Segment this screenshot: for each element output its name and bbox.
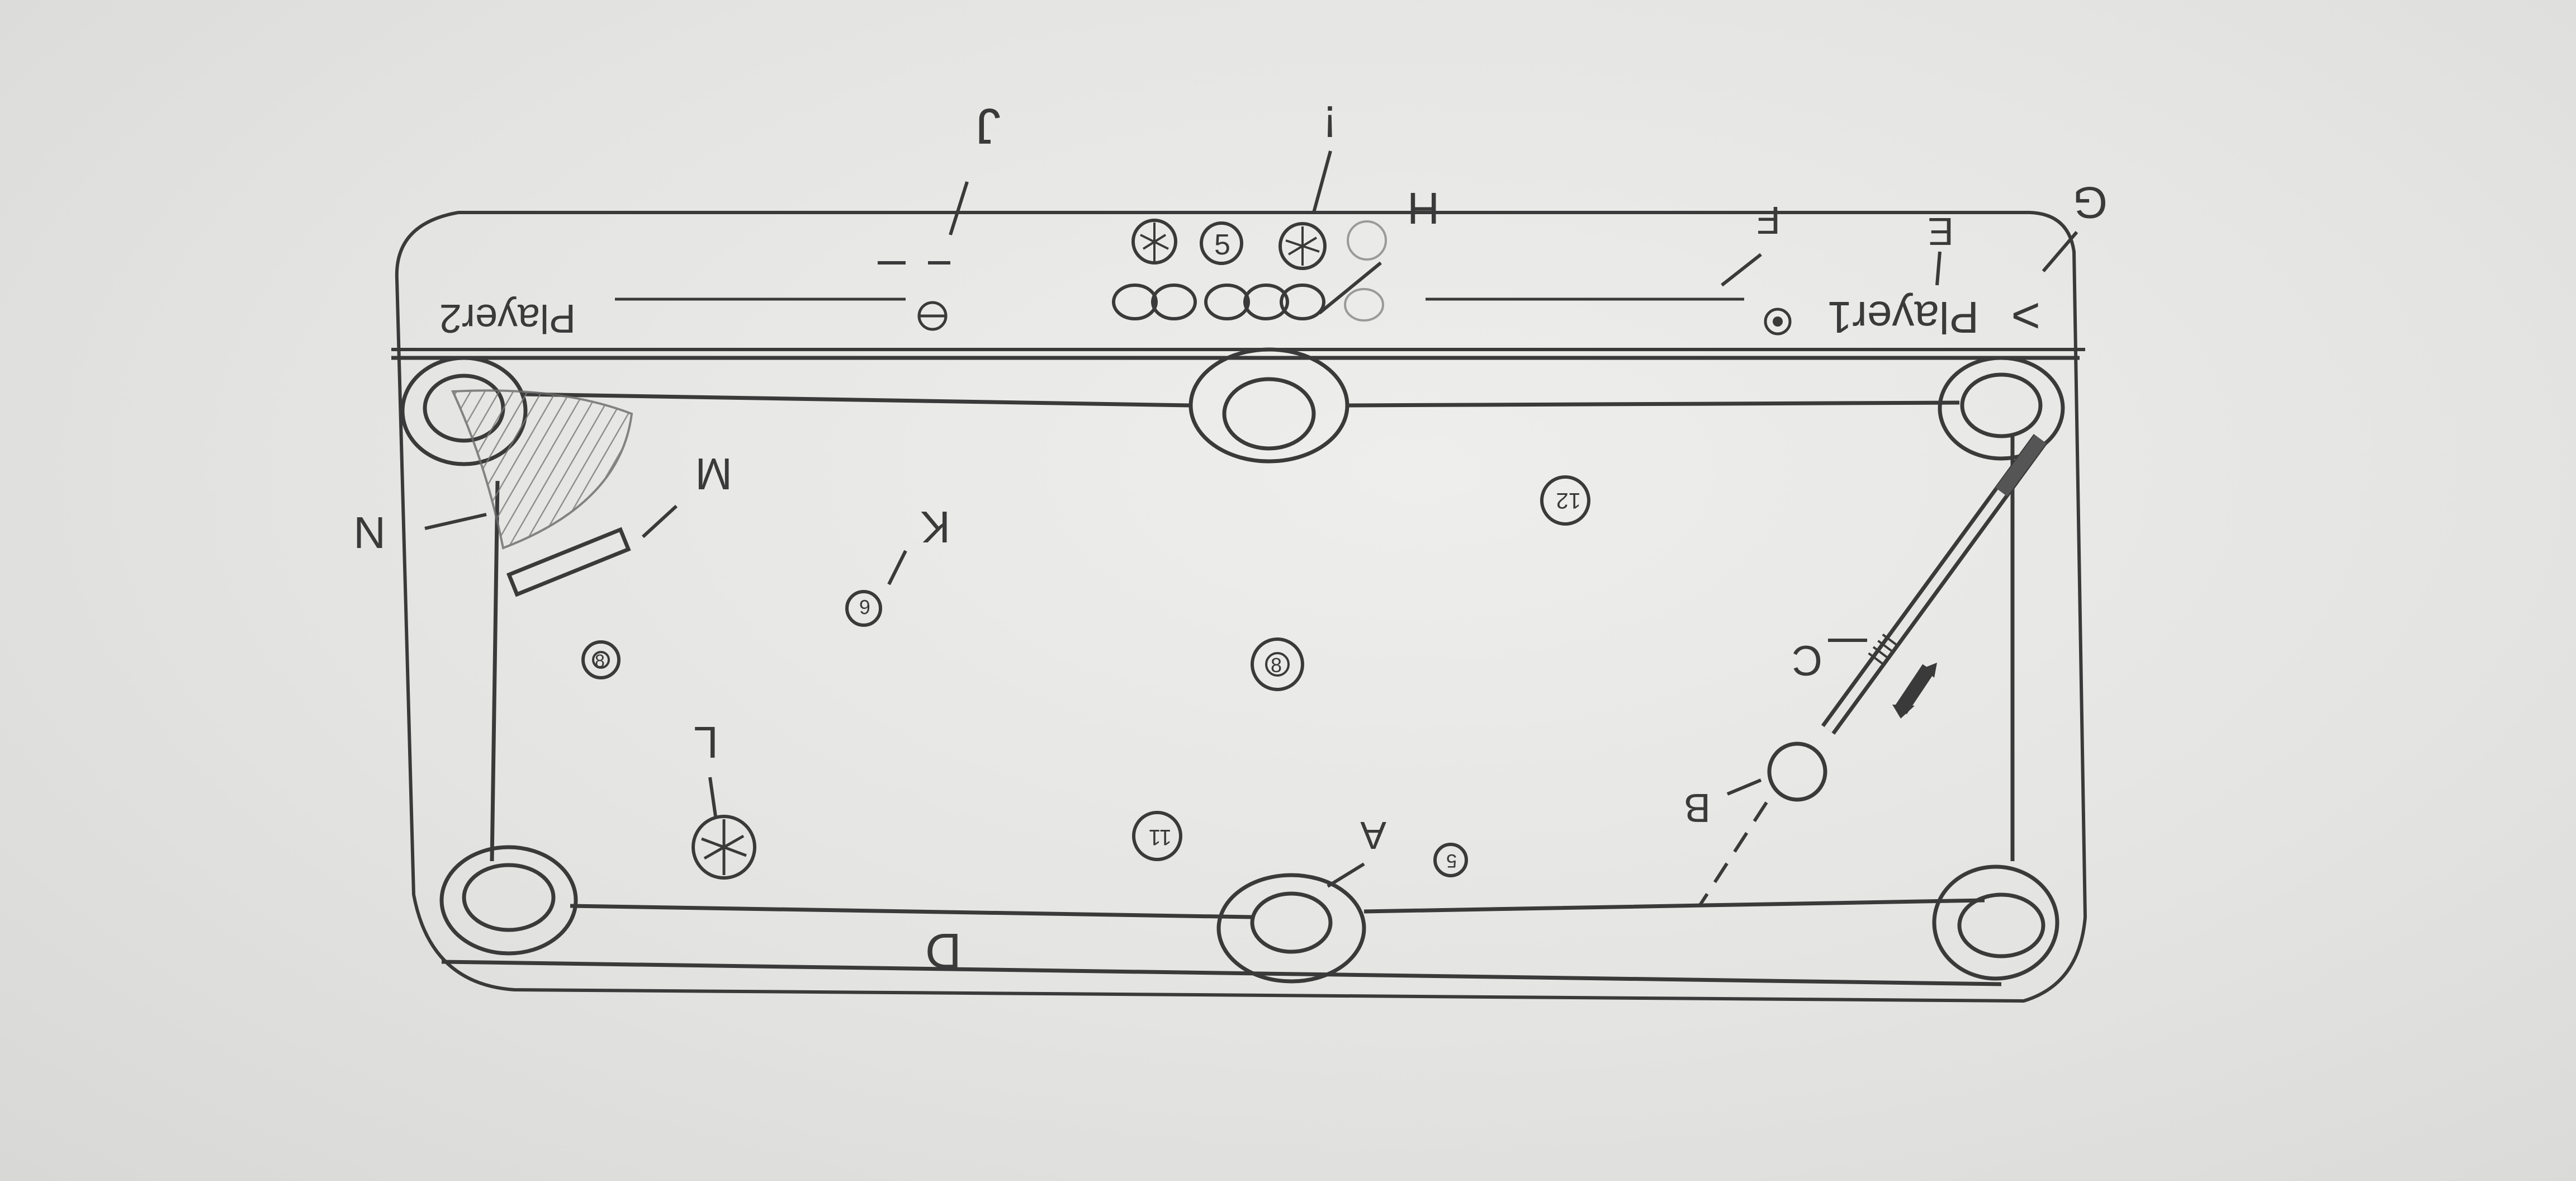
ball-number: 8	[595, 651, 605, 671]
annotation-G: G	[2042, 178, 2108, 272]
annotation-F: F	[1721, 199, 1781, 287]
svg-text:C: C	[1792, 636, 1822, 684]
annotation-C: C	[1792, 636, 1867, 684]
ball-striped	[692, 815, 756, 880]
empty-ball-slot	[1347, 220, 1387, 261]
annotation-M: M	[641, 449, 732, 538]
pocket-bottom-left	[439, 845, 578, 956]
player1-ball-icon	[1764, 308, 1792, 336]
pocket-bottom-right	[1932, 865, 2059, 981]
top-bar: > Player1 Player2 5	[439, 219, 2040, 344]
ball-number: 6	[859, 596, 870, 618]
annotation-E: E	[1928, 210, 1954, 286]
potted-ball-number	[1200, 221, 1243, 265]
annotation-H: H	[1407, 183, 1439, 233]
annotation-L: L	[694, 717, 719, 817]
svg-text:!: !	[1324, 97, 1336, 147]
potted-ball-solid	[1278, 222, 1327, 270]
power-meter[interactable]	[506, 527, 631, 597]
pool-table	[391, 356, 2080, 986]
ball-number: 12	[1556, 488, 1581, 513]
player1-name: Player1	[1827, 292, 1979, 342]
player2-ball-icon	[917, 301, 948, 331]
ball: 8	[581, 640, 621, 679]
pocket-bottom-middle	[1216, 873, 1366, 984]
ball: 6	[845, 590, 882, 627]
svg-text:F: F	[1756, 199, 1781, 242]
ball: 5	[1433, 843, 1468, 877]
ball: 8	[1251, 637, 1304, 691]
svg-text:N: N	[353, 508, 386, 558]
svg-text:J: J	[976, 98, 1001, 154]
aim-guide-line	[1698, 801, 1768, 907]
player2-name: Player2	[439, 296, 576, 341]
svg-text:K: K	[921, 502, 950, 552]
ball: 11	[1132, 811, 1182, 861]
annotation-I: !	[1312, 97, 1336, 213]
svg-text:A: A	[1360, 814, 1386, 857]
annotation-D: D	[925, 923, 962, 979]
annotation-K: K	[887, 502, 950, 585]
pocket-top-middle	[1188, 347, 1349, 464]
potted-balls-rack	[1112, 219, 1387, 322]
arrow-to-ball-rack	[1318, 261, 1382, 315]
rotate-arrows-icon[interactable]	[1892, 663, 1937, 719]
annotation-N: N	[353, 508, 487, 558]
annotation-B: B	[1684, 778, 1762, 830]
pocket-top-right	[1938, 356, 2065, 461]
shaded-corner-region	[451, 389, 633, 550]
svg-text:M: M	[695, 449, 732, 499]
svg-text:G: G	[2073, 178, 2108, 228]
ball-number: 11	[1148, 825, 1172, 849]
svg-text:E: E	[1928, 210, 1954, 253]
svg-text:H: H	[1407, 183, 1439, 233]
cue-stick[interactable]	[1821, 434, 2048, 735]
turn-indicator: >	[2011, 288, 2040, 344]
svg-text:D: D	[925, 923, 962, 979]
cue-ball[interactable]	[1767, 741, 1827, 802]
ball: 12	[1540, 475, 1590, 526]
potted-ball-label: 5	[1214, 229, 1230, 261]
annotation-A: A	[1327, 814, 1386, 888]
potted-ball-striped	[1131, 219, 1177, 264]
svg-text:B: B	[1684, 785, 1711, 830]
ball-number: 5	[1446, 850, 1457, 871]
svg-text:L: L	[694, 717, 719, 767]
ball-number: 8	[1271, 654, 1282, 677]
annotation-J: J	[949, 98, 1001, 235]
